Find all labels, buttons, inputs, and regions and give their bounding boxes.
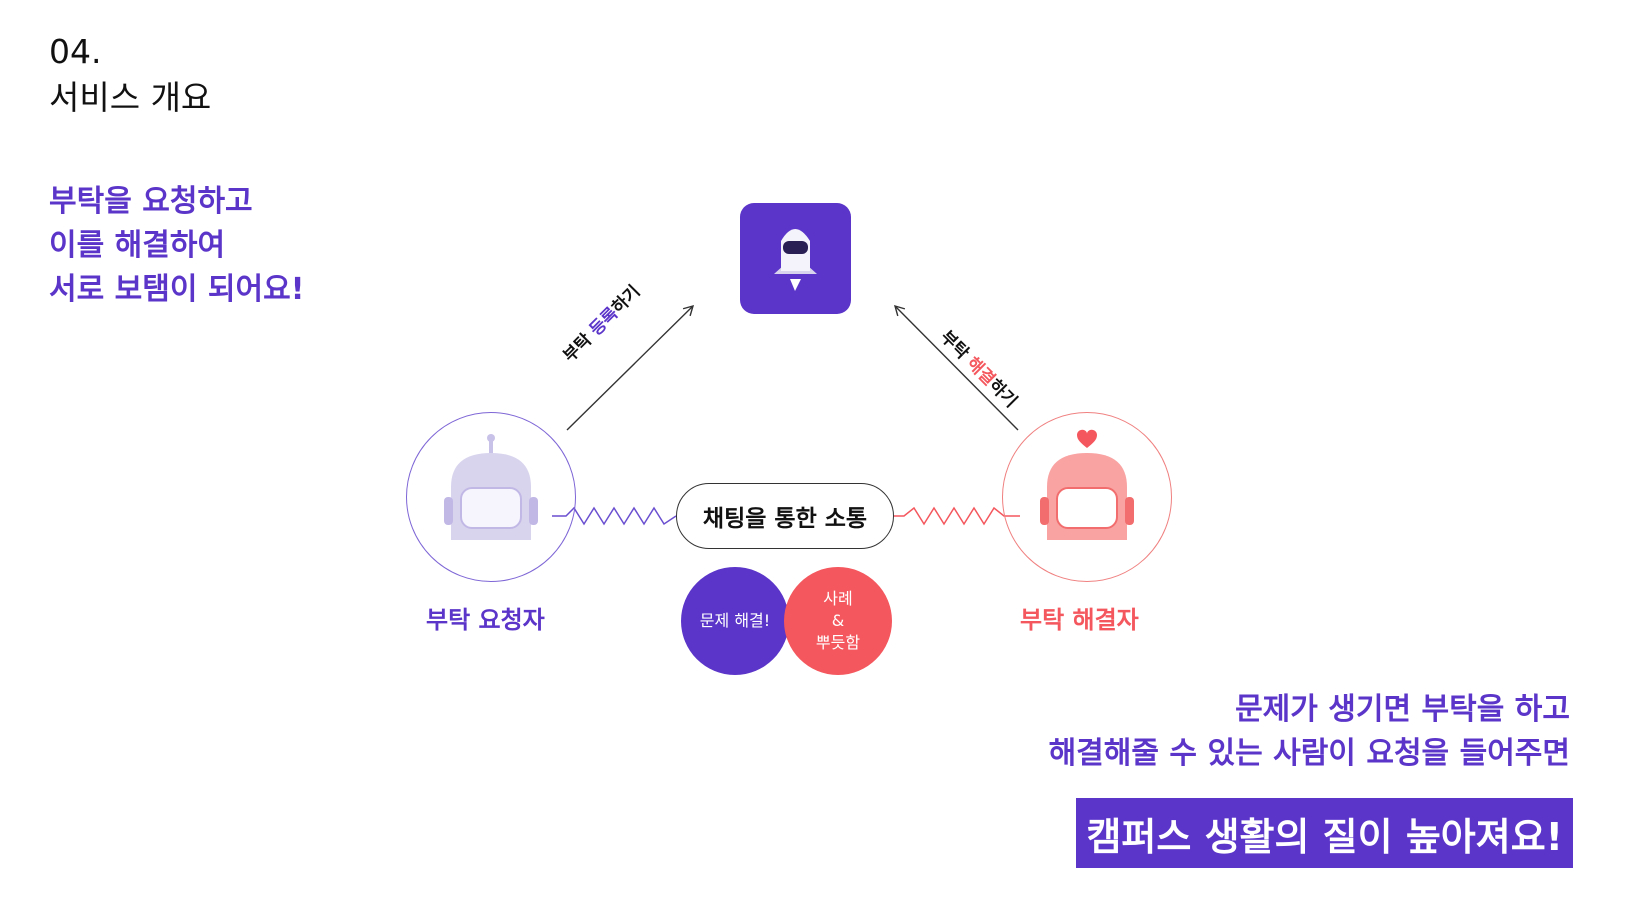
bubble-text: 사례: [823, 589, 853, 608]
rocket-icon: [740, 203, 851, 314]
zigzag-right: [894, 506, 1020, 526]
arrow-register: [566, 304, 695, 431]
outro-text: 문제가 생기면 부탁을 하고 해결해줄 수 있는 사람이 요청을 들어주면: [1049, 688, 1570, 776]
problem-solved-bubble: 문제 해결!: [681, 567, 789, 675]
chat-pill: 채팅을 통한 소통: [676, 483, 894, 549]
outro-line: 해결해줄 수 있는 사람이 요청을 들어주면: [1048, 736, 1570, 771]
outro-line: 문제가 생기면 부탁을 하고: [1235, 692, 1570, 727]
solver-label: 부탁 해결자: [1020, 606, 1139, 634]
bubble-text: 뿌듯함: [815, 633, 861, 652]
robot-icon: [444, 434, 538, 540]
intro-line: 서로 보탬이 되어요!: [49, 272, 305, 307]
solver-circle: [1002, 412, 1172, 582]
requester-label: 부탁 요청자: [426, 606, 545, 634]
bubble-text: 문제 해결!: [699, 611, 771, 630]
requester-circle: [406, 412, 576, 582]
bubble-text: &: [831, 611, 845, 630]
robot-heart-icon: [1040, 429, 1134, 540]
intro-text: 부탁을 요청하고 이를 해결하여 서로 보탬이 되어요!: [49, 180, 304, 312]
intro-line: 이를 해결하여: [49, 228, 226, 263]
case-pride-bubble: 사례 & 뿌듯함: [784, 567, 892, 675]
intro-line: 부탁을 요청하고: [49, 184, 253, 219]
section-title: 서비스 개요: [49, 78, 212, 117]
arrow-resolve: [893, 304, 1019, 431]
section-number: 04.: [49, 32, 102, 71]
highlight-box: 캠퍼스 생활의 질이 높아져요!: [1076, 798, 1573, 868]
